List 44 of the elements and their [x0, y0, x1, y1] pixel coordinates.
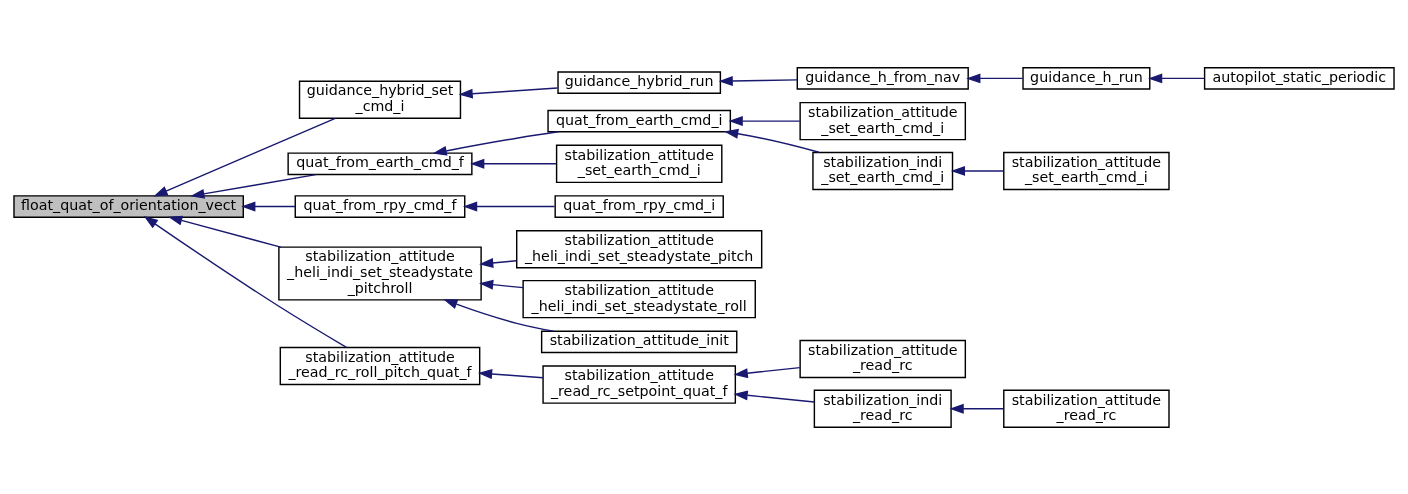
arrow	[462, 201, 556, 212]
node-box: stabilization_attitude _read_rc_roll_pitch_quat_f	[279, 346, 481, 385]
node-box: stabilization_indi _set_earth_cmd_i	[812, 151, 954, 190]
arrow	[966, 72, 1024, 83]
arrow	[470, 158, 557, 169]
node-box: stabilization_attitude _heli_indi_set_steadystate_pitch	[516, 229, 763, 268]
node-box: guidance_h_from_nav	[796, 66, 969, 90]
arrow	[458, 86, 559, 99]
node-box: stabilization_attitude _read_rc	[799, 339, 967, 378]
arrow	[950, 165, 1004, 176]
node-box: quat_from_rpy_cmd_f	[294, 194, 466, 218]
node-box: stabilization_attitude_init	[540, 329, 738, 353]
node-box: quat_from_rpy_cmd_i	[554, 194, 724, 218]
arrow	[477, 368, 544, 379]
arrow	[718, 75, 798, 86]
node-box: autopilot_static_periodic	[1203, 66, 1395, 90]
node-box: stabilization_indi _read_rc	[813, 389, 952, 428]
arrow	[143, 215, 348, 348]
arrow	[479, 279, 524, 290]
node-box: guidance_h_run	[1022, 66, 1151, 90]
node-box: guidance_hybrid_run	[557, 70, 722, 94]
node-box: stabilization_attitude _heli_indi_set_steadystate_roll	[522, 279, 756, 318]
arrow	[733, 366, 801, 378]
arrow	[733, 389, 815, 403]
arrow	[949, 403, 1004, 414]
arrow	[443, 298, 555, 332]
node-box: quat_from_earth_cmd_i	[547, 109, 732, 132]
arrow	[153, 117, 336, 196]
node-box: guidance_hybrid_set _cmd_i	[298, 80, 462, 119]
node-box: stabilization_attitude _read_rc	[1003, 389, 1170, 428]
node-box: float_quat_of_orientation_vect	[13, 194, 244, 218]
node-box: quat_from_earth_cmd_f	[287, 151, 473, 175]
arrow	[168, 215, 282, 248]
node-box: stabilization_attitude _set_earth_cmd_i	[555, 144, 723, 183]
node-box: stabilization_attitude _set_earth_cmd_i	[1003, 151, 1170, 190]
arrow	[432, 130, 559, 156]
node-box: stabilization_attitude _set_earth_cmd_i	[799, 101, 967, 140]
node-box: stabilization_attitude _read_rc_setpoint_quat_f	[542, 364, 737, 404]
node-box: stabilization_attitude _heli_indi_set_steadystate _pitchroll	[278, 245, 482, 301]
arrow	[1148, 72, 1206, 83]
arrow	[728, 115, 801, 126]
arrow	[724, 128, 820, 153]
arrow	[479, 257, 518, 268]
arrow	[241, 201, 296, 212]
